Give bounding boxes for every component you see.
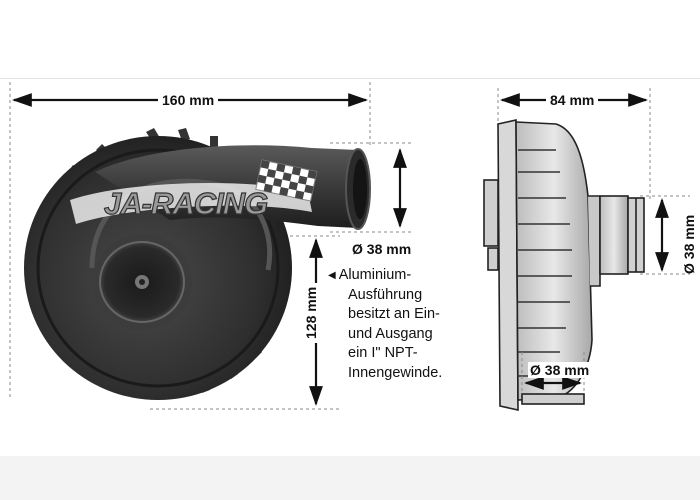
note-line-6: Innengewinde. bbox=[348, 364, 443, 381]
material-note: ◀Aluminium- Ausführung besitzt an Ein- u… bbox=[328, 266, 458, 383]
label-diameter-outlet: Ø 38 mm bbox=[352, 241, 412, 257]
front-guide-lines bbox=[9, 82, 412, 410]
top-divider bbox=[0, 78, 700, 79]
pump-side-view bbox=[483, 119, 645, 411]
label-width-side: 84 mm bbox=[546, 92, 599, 108]
pump-front-view: JA-RACING bbox=[24, 128, 371, 400]
note-line-5: ein I" NPT- bbox=[348, 345, 418, 361]
label-width-front: 160 mm bbox=[158, 92, 219, 108]
logo-text: JA-RACING bbox=[104, 186, 268, 221]
note-line-1: ◀Aluminium- bbox=[328, 267, 412, 283]
note-line-3: besitzt an Ein- bbox=[348, 306, 440, 322]
label-diameter-inlet: Ø 38 mm bbox=[528, 362, 592, 378]
triangle-left-icon: ◀ bbox=[328, 270, 336, 281]
checkered-flag-icon bbox=[255, 159, 318, 202]
side-guide-lines bbox=[497, 88, 690, 392]
label-height: 128 mm bbox=[303, 282, 319, 343]
note-line-2: Ausführung bbox=[348, 286, 423, 303]
label-diameter-side: Ø 38 mm bbox=[681, 214, 697, 274]
note-line-4: und Ausgang bbox=[348, 325, 433, 342]
bottom-band bbox=[0, 456, 700, 500]
